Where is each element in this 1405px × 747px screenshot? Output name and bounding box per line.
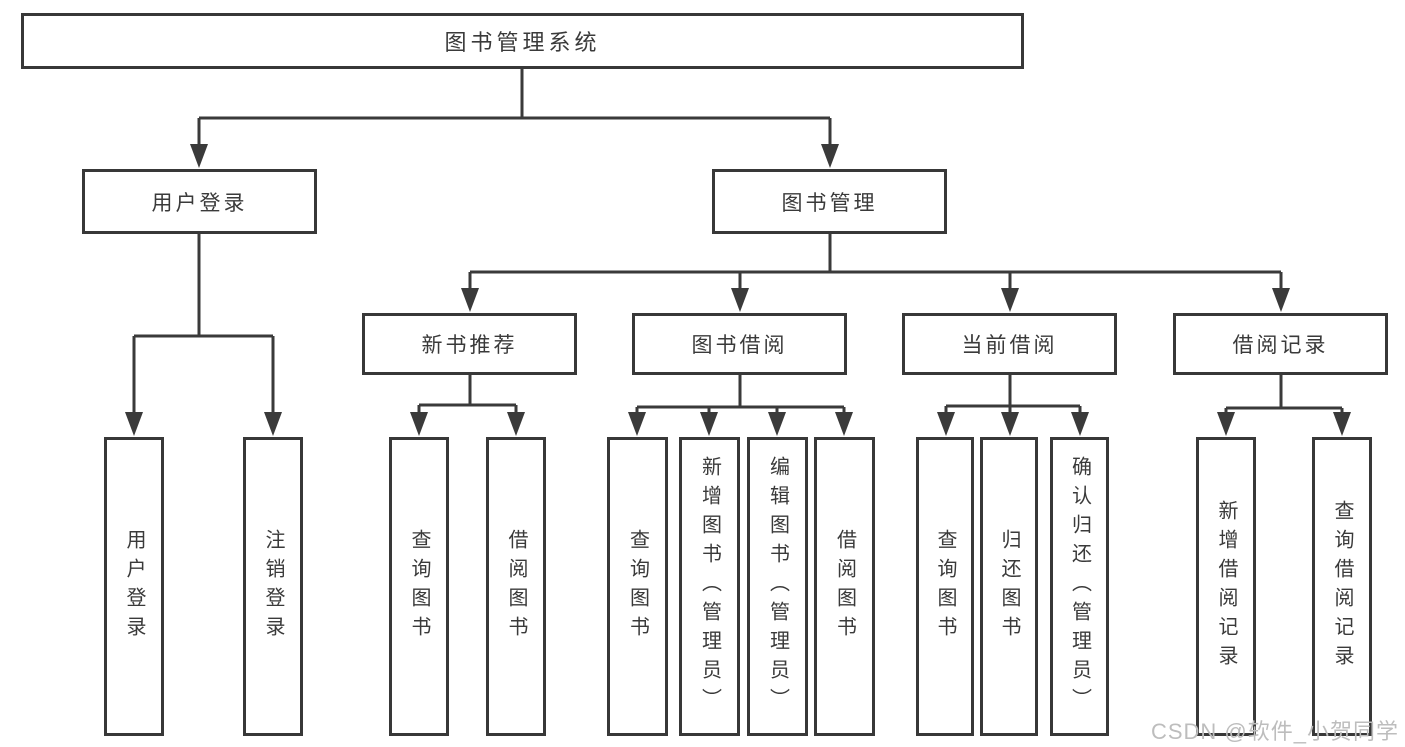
node-current-borrowing: 当前借阅 xyxy=(902,313,1117,375)
node-label: 借阅图书 xyxy=(505,528,527,645)
node-label: 注销登录 xyxy=(262,528,284,645)
node-leaf-query-books-borrow: 查询图书 xyxy=(607,437,668,736)
node-new-book-recommend: 新书推荐 xyxy=(362,313,577,375)
node-leaf-edit-books-admin: 编辑图书（管理员） xyxy=(747,437,808,736)
node-leaf-user-login: 用户登录 xyxy=(104,437,164,736)
node-leaf-add-borrow-record: 新增借阅记录 xyxy=(1196,437,1256,736)
node-leaf-add-books-admin: 新增图书（管理员） xyxy=(679,437,740,736)
node-label: 查询图书 xyxy=(934,528,956,645)
node-label: 新增图书（管理员） xyxy=(698,456,721,717)
node-borrowing-records: 借阅记录 xyxy=(1173,313,1388,375)
node-label: 当前借阅 xyxy=(961,334,1058,357)
node-label: 借阅图书 xyxy=(833,528,856,645)
node-label: 查询图书 xyxy=(408,528,430,645)
node-label: 确认归还（管理员） xyxy=(1068,456,1091,717)
node-leaf-query-borrow-record: 查询借阅记录 xyxy=(1312,437,1372,736)
node-leaf-return-books: 归还图书 xyxy=(980,437,1038,736)
node-user-login: 用户登录 xyxy=(82,169,317,234)
node-leaf-query-books-current: 查询图书 xyxy=(916,437,974,736)
node-label: 查询图书 xyxy=(626,528,649,645)
node-label: 查询借阅记录 xyxy=(1331,499,1353,674)
node-leaf-logout: 注销登录 xyxy=(243,437,303,736)
node-label: 新书推荐 xyxy=(421,334,518,357)
node-label: 借阅记录 xyxy=(1232,334,1329,357)
node-leaf-borrow-books: 借阅图书 xyxy=(814,437,875,736)
node-label: 归还图书 xyxy=(998,528,1020,645)
node-leaf-confirm-return-admin: 确认归还（管理员） xyxy=(1050,437,1109,736)
node-book-borrowing: 图书借阅 xyxy=(632,313,847,375)
node-book-management: 图书管理 xyxy=(712,169,947,234)
node-label: 编辑图书（管理员） xyxy=(766,456,789,717)
csdn-watermark: CSDN @软件_小贺同学 xyxy=(1150,719,1399,744)
node-label: 图书管理 xyxy=(781,191,878,215)
node-label: 用户登录 xyxy=(123,528,145,645)
node-label: 新增借阅记录 xyxy=(1215,499,1237,674)
node-label: 图书借阅 xyxy=(691,334,788,357)
node-leaf-query-books-recommend: 查询图书 xyxy=(389,437,449,736)
node-label: 用户登录 xyxy=(151,191,248,215)
node-label: 图书管理系统 xyxy=(444,30,601,55)
node-book-management-system: 图书管理系统 xyxy=(21,13,1024,69)
node-leaf-borrow-books-recommend: 借阅图书 xyxy=(486,437,546,736)
